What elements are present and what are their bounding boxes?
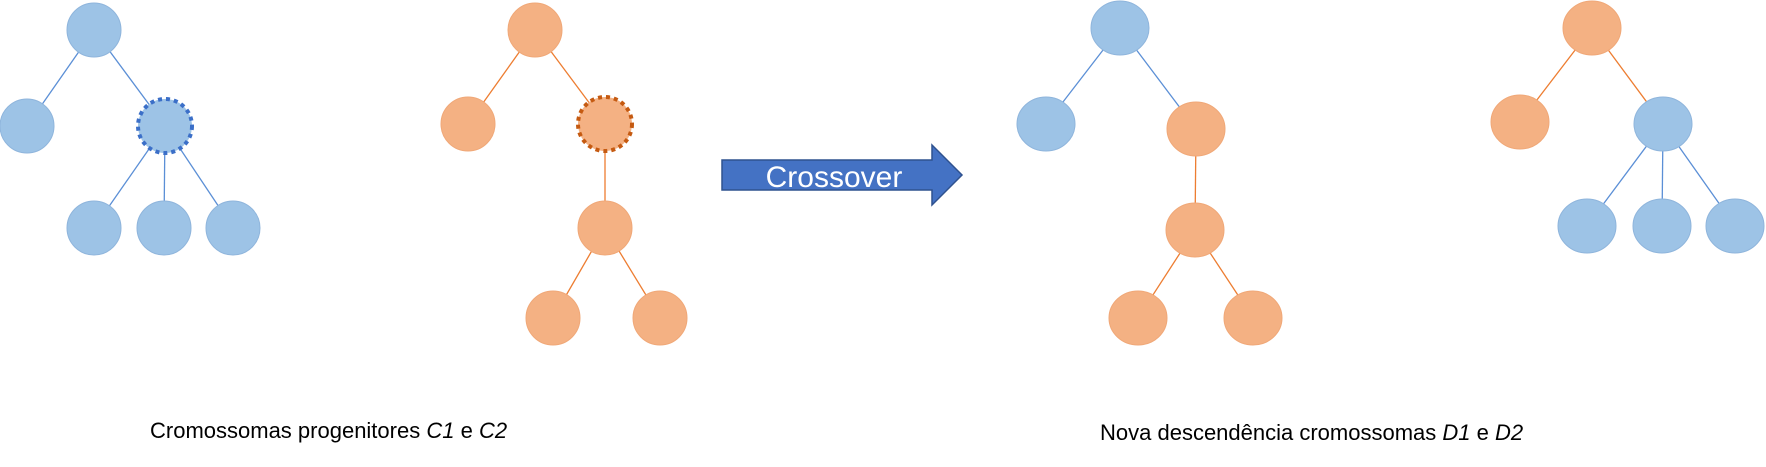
tree-d1-nodes xyxy=(1016,0,1283,346)
tree-d2-node-left xyxy=(1490,94,1550,150)
tree-d2-edges xyxy=(1519,27,1736,227)
tree-d2-node-child-1 xyxy=(1557,198,1617,254)
parents-caption-c2: C2 xyxy=(479,418,507,443)
tree-d2-node-root xyxy=(1562,0,1622,56)
parents-caption-c1: C1 xyxy=(426,418,454,443)
tree-d1-node-left xyxy=(1016,96,1076,152)
offspring-caption-and: e xyxy=(1471,420,1495,445)
offspring-caption-d2: D2 xyxy=(1495,420,1523,445)
tree-nodes xyxy=(0,0,1765,346)
tree-d1-node-leaf-2 xyxy=(1223,290,1283,346)
tree-c1-node-child-2 xyxy=(136,200,192,256)
tree-d2-nodes xyxy=(1490,0,1765,254)
tree-c1-node-child-1 xyxy=(66,200,122,256)
offspring-caption-prefix: Nova descendência cromossomas xyxy=(1100,420,1442,445)
tree-c2-node-leaf-1 xyxy=(525,290,581,346)
tree-c1-node-child-3 xyxy=(205,200,261,256)
tree-c1-nodes xyxy=(0,2,261,256)
tree-c1-node-right-crossover-point xyxy=(136,97,194,155)
tree-c1-node-root xyxy=(66,2,122,58)
parents-caption-and: e xyxy=(454,418,478,443)
tree-d2-node-right xyxy=(1633,96,1693,152)
tree-d1-node-mid xyxy=(1165,202,1225,258)
offspring-caption-d1: D1 xyxy=(1442,420,1470,445)
tree-d2-node-child-2 xyxy=(1632,198,1692,254)
tree-c2-edges xyxy=(467,29,661,319)
tree-c2-node-root xyxy=(507,2,563,58)
tree-d2-node-child-3 xyxy=(1705,198,1765,254)
tree-d1-node-root xyxy=(1090,0,1150,56)
tree-c2-node-right-crossover-point xyxy=(576,95,634,153)
offspring-caption: Nova descendência cromossomas D1 e D2 xyxy=(1100,420,1523,445)
tree-c2-node-leaf-2 xyxy=(632,290,688,346)
tree-c2-nodes xyxy=(440,2,688,346)
tree-d1-edges xyxy=(1045,27,1254,319)
crossover-arrow: Crossover xyxy=(721,143,964,207)
tree-c2-node-mid xyxy=(577,200,633,256)
tree-c1-edges xyxy=(26,29,234,229)
crossover-arrow-shape xyxy=(721,143,964,207)
tree-c1-node-left xyxy=(0,98,55,154)
crossover-arrow-label: Crossover xyxy=(766,161,903,194)
parents-caption: Cromossomas progenitores C1 e C2 xyxy=(150,418,507,443)
tree-d1-node-leaf-1 xyxy=(1108,290,1168,346)
parents-caption-prefix: Cromossomas progenitores xyxy=(150,418,426,443)
tree-d1-node-right xyxy=(1166,101,1226,157)
tree-c2-node-left xyxy=(440,96,496,152)
